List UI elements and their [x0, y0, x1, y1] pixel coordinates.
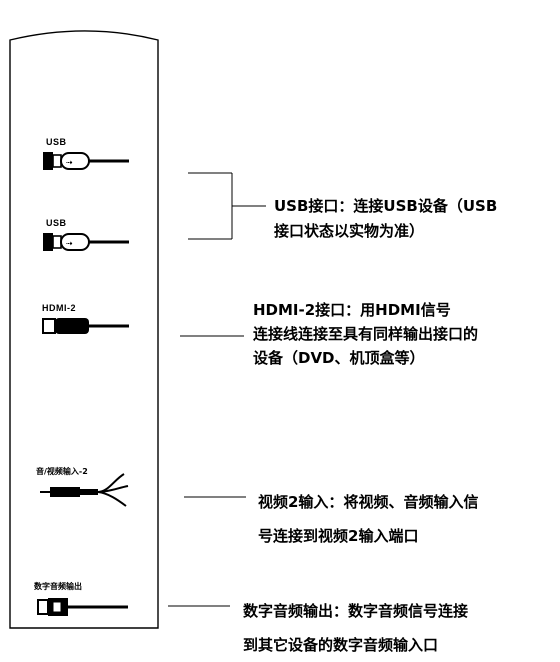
- av-in-2-label: 音/视频输入-2: [36, 467, 88, 476]
- hdmi-description-line: 设备（DVD、机顶盒等）: [253, 349, 425, 367]
- panel-outline: [9, 30, 159, 629]
- usb-description-line: USB接口：连接USB设备（USB: [274, 197, 498, 215]
- svg-text:⇢: ⇢: [66, 239, 73, 248]
- hdmi-description: HDMI-2接口：用HDMI信号 连接线连接至具有同样输出接口的 设备（DVD、…: [253, 298, 478, 370]
- hdmi-description-line: HDMI-2接口：用HDMI信号: [253, 301, 451, 319]
- optical-plug-icon: [37, 598, 128, 616]
- usb-bracket-connector: [188, 172, 266, 240]
- usb-plug-icon: ⇢: [43, 233, 129, 251]
- usb-plug-icon: ⇢: [43, 152, 129, 170]
- usb-description-line: 接口状态以实物为准）: [274, 222, 425, 240]
- av-cable-icon: [40, 473, 129, 507]
- hdmi-plug-icon: [42, 318, 129, 334]
- av-description-line: 视频2输入：将视频、音频输入信: [258, 493, 479, 511]
- digital-audio-description-line: 到其它设备的数字音频输入口: [243, 636, 439, 654]
- av-description-line: 号连接到视频2输入端口: [258, 527, 419, 545]
- digital-audio-out-label: 数字音频输出: [34, 582, 82, 591]
- av-description: 视频2输入：将视频、音频输入信 号连接到视频2输入端口: [258, 485, 478, 553]
- usb-2-label: USB: [46, 218, 67, 228]
- digital-audio-description: 数字音频输出：数字音频信号连接 到其它设备的数字音频输入口: [243, 594, 468, 662]
- hdmi-2-label: HDMI-2: [42, 303, 76, 313]
- digital-audio-description-line: 数字音频输出：数字音频信号连接: [243, 602, 469, 620]
- hdmi-description-line: 连接线连接至具有同样输出接口的: [253, 325, 479, 343]
- usb-1-label: USB: [46, 137, 67, 147]
- svg-text:⇢: ⇢: [66, 158, 73, 167]
- usb-description: USB接口：连接USB设备（USB 接口状态以实物为准）: [274, 194, 497, 244]
